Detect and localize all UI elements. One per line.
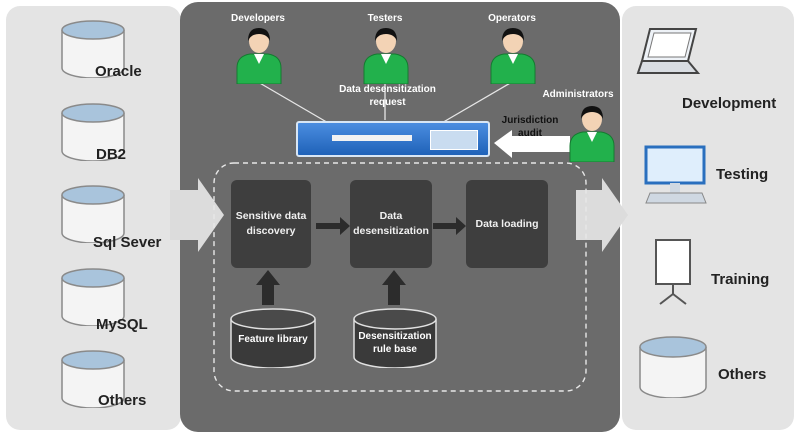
database-label: Sql Sever: [93, 234, 162, 251]
database-label: DB2: [96, 146, 127, 163]
feature-library-cylinder: [229, 308, 317, 369]
left-flow-arrow: [170, 178, 224, 252]
database-label: MySQL: [96, 316, 148, 333]
sensitive-data-discovery-box: Sensitive data discovery: [231, 180, 311, 268]
target-label-training: Training: [711, 271, 770, 288]
target-label-testing: Testing: [716, 166, 769, 183]
tester-person-icon: [361, 26, 411, 85]
role-label-developers: Developers: [231, 13, 285, 24]
right-flow-arrow: [576, 178, 628, 252]
request-bar: [296, 121, 490, 157]
projection-screen-icon: [648, 236, 698, 306]
database-icon: [60, 350, 126, 409]
data-loading-box: Data loading: [466, 180, 548, 268]
rule-base-cylinder: [352, 308, 438, 369]
request-label: Data desensitization request: [339, 84, 436, 108]
role-label-administrators: Administrators: [542, 89, 614, 100]
monitor-icon: [430, 130, 478, 150]
developer-person-icon: [234, 26, 284, 85]
laptop-icon: [636, 25, 702, 81]
audit-label: Jurisdiction audit: [501, 115, 559, 139]
data-desensitization-box: Data desensitization: [350, 180, 432, 268]
audit-arrow: [494, 130, 570, 158]
operator-person-icon: [488, 26, 538, 85]
administrator-person-icon: [567, 104, 617, 163]
target-label-development: Development: [682, 95, 777, 112]
role-label-operators: Operators: [488, 13, 536, 24]
database-icon: [60, 20, 126, 79]
process-region-dashed: [213, 162, 587, 392]
role-label-testers: Testers: [367, 13, 403, 24]
database-icon: [60, 268, 126, 327]
database-icon: [638, 336, 708, 399]
rule-base-label: Desensitization rule base: [358, 331, 432, 355]
database-label: Oracle: [95, 63, 142, 80]
database-icon: [60, 103, 126, 162]
desktop-monitor-icon: [644, 143, 708, 205]
database-label: Others: [98, 392, 147, 409]
request-input-bar: [332, 135, 412, 141]
target-label-others: Others: [718, 366, 767, 383]
feature-library-label: Feature library: [238, 334, 308, 345]
database-icon: [60, 185, 126, 244]
